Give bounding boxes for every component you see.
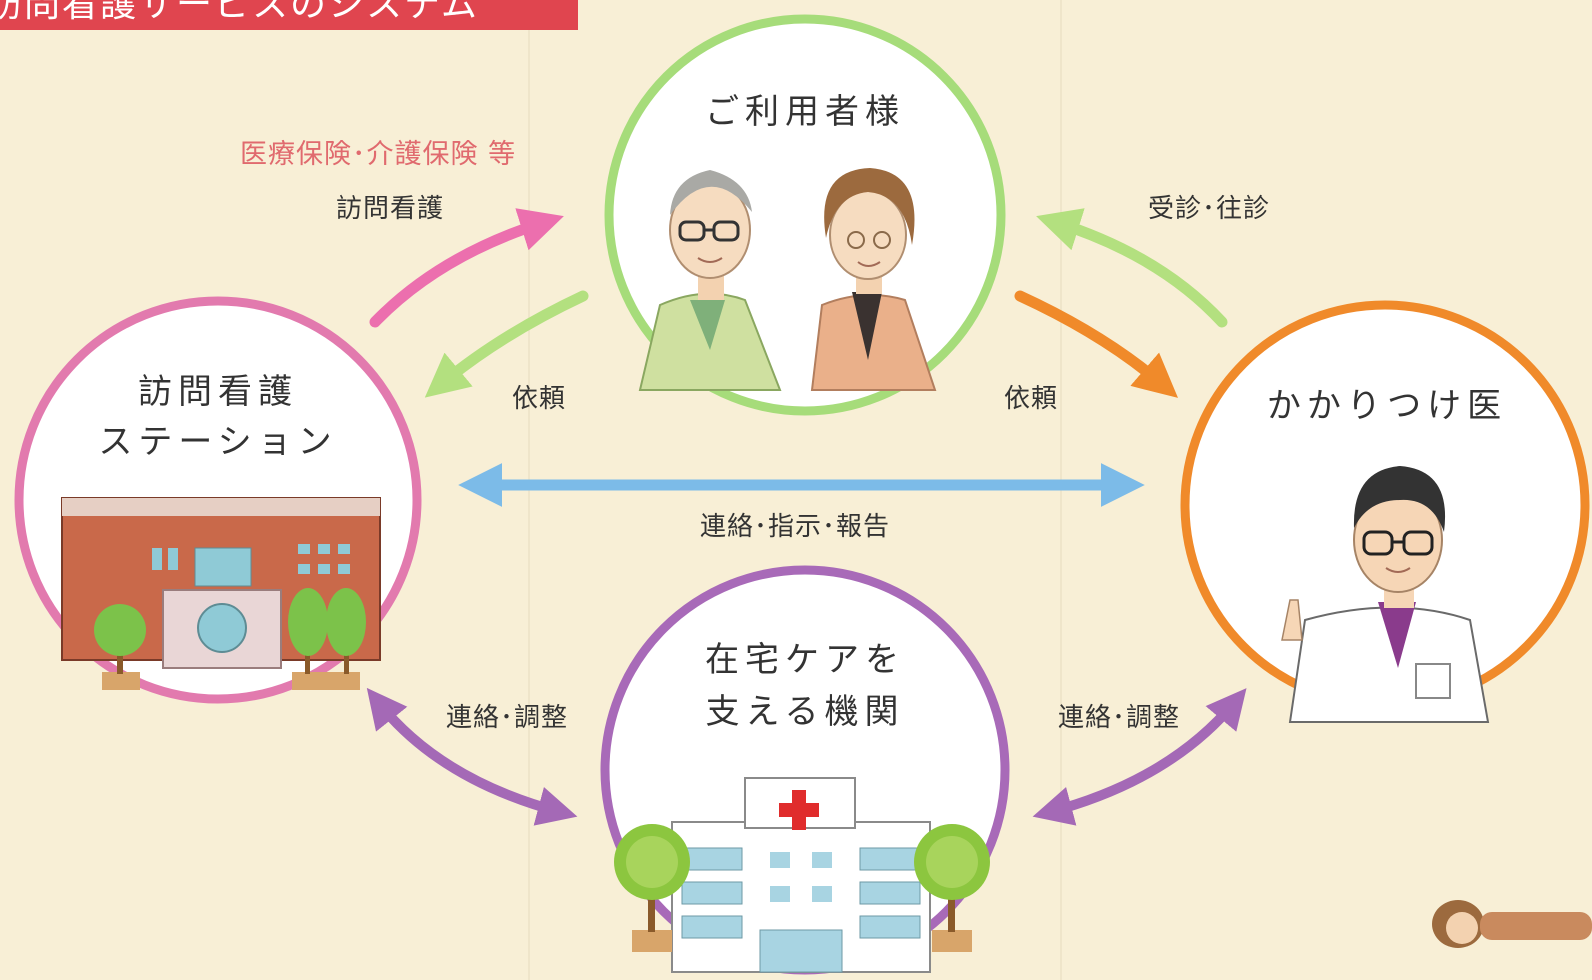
hospital-illustration xyxy=(614,777,990,973)
nursing-station-building-illustration xyxy=(61,497,381,690)
edge-label-request-left: 依頼 xyxy=(512,384,567,414)
edge-label-contact-instruction-report: 連絡･指示･報告 xyxy=(700,512,891,542)
arrow-doctor-homecare xyxy=(1032,688,1247,826)
doctor-illustration xyxy=(1281,466,1490,723)
edge-label-consultation: 受診･往診 xyxy=(1148,194,1271,224)
station-node-title-line2: ステーション xyxy=(98,422,338,462)
user-node-title: ご利用者様 xyxy=(705,92,905,132)
homecare-node-title-line1: 在宅ケアを xyxy=(705,640,905,680)
elderly-couple-illustration xyxy=(638,168,937,391)
edge-label-contact-adjust-right: 連絡･調整 xyxy=(1058,703,1181,733)
banner-title: 訪問看護サービスのシステム xyxy=(0,0,479,25)
edge-label-visit-nursing: 訪問看護 xyxy=(336,194,445,224)
title-banner: 訪問看護サービスのシステム xyxy=(0,0,578,30)
station-node-title-line1: 訪問看護 xyxy=(138,372,298,412)
insurance-note-label: 医療保険･介護保険 等 xyxy=(240,139,517,170)
homecare-node-title-line2: 支える機関 xyxy=(705,692,905,732)
edge-label-request-right: 依頼 xyxy=(1004,384,1059,414)
arrow-user-to-doctor xyxy=(1014,290,1178,398)
arrow-doctor-to-user xyxy=(1036,208,1228,328)
reclining-person-illustration xyxy=(1432,900,1592,948)
edge-label-contact-adjust-left: 連絡･調整 xyxy=(446,703,569,733)
doctor-node-title: かかりつけ医 xyxy=(1266,386,1508,426)
arrow-station-homecare xyxy=(366,687,578,826)
arrow-station-to-user xyxy=(369,208,564,328)
arrow-user-to-station xyxy=(424,290,589,398)
